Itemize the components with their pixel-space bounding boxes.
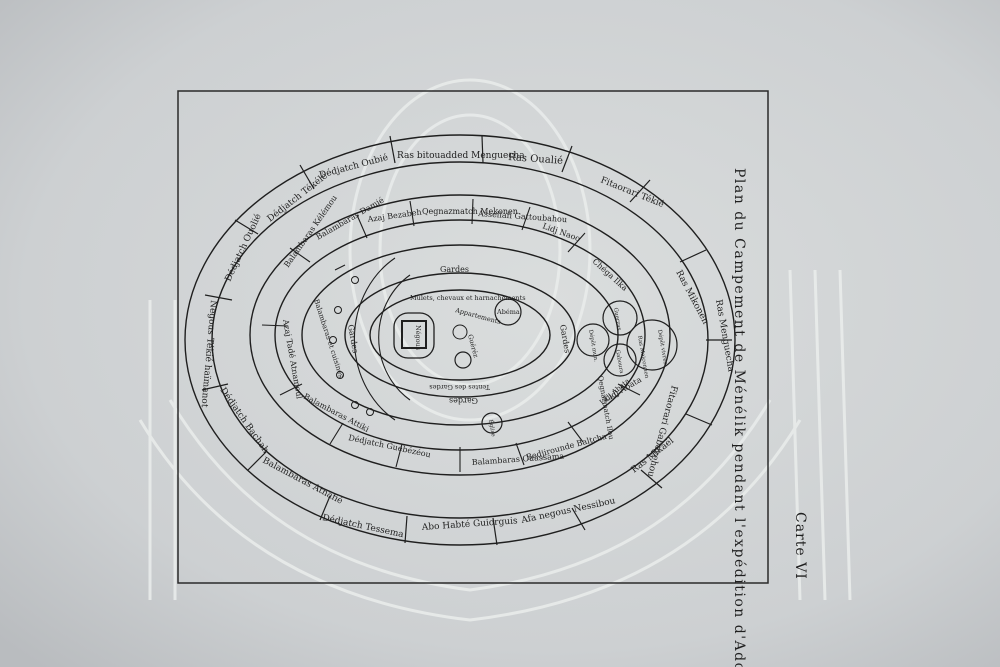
lower-band-label: Tentes des Gardes — [429, 383, 490, 391]
watermark — [138, 78, 852, 622]
right-tent-label: Abéma — [496, 308, 520, 316]
outer-ring-dividers — [201, 135, 732, 546]
map-title: Plan du Campement de Ménélik pendant l'e… — [731, 168, 747, 667]
circle-label-c4: Gaboura — [614, 349, 624, 374]
gardes-bottom: Gardes — [449, 396, 478, 405]
outer-label-1: Ras bitouadded Menguecha — [397, 151, 525, 161]
camp-rings — [184, 134, 736, 546]
small-circles — [329, 276, 468, 416]
middle-ring-dividers — [261, 198, 641, 472]
outer-label-2: Ras Oualié — [508, 152, 564, 167]
main-tent-label: Négous — [414, 325, 422, 350]
large-circles — [454, 298, 678, 434]
gardes-top: Gardes — [440, 265, 469, 274]
upper-band-label: Mulets, chevaux et harnachements — [410, 294, 526, 302]
central-tent — [393, 312, 435, 359]
inner-left-arcs — [334, 257, 411, 421]
middle-label-1: Qegnazmatch Mekonen — [422, 207, 518, 216]
circle-label-c5: Église — [487, 419, 498, 437]
map-frame — [177, 90, 769, 584]
circle-label-c2: Guerzas — [612, 307, 622, 331]
plate-number: Carte VI — [792, 512, 808, 580]
